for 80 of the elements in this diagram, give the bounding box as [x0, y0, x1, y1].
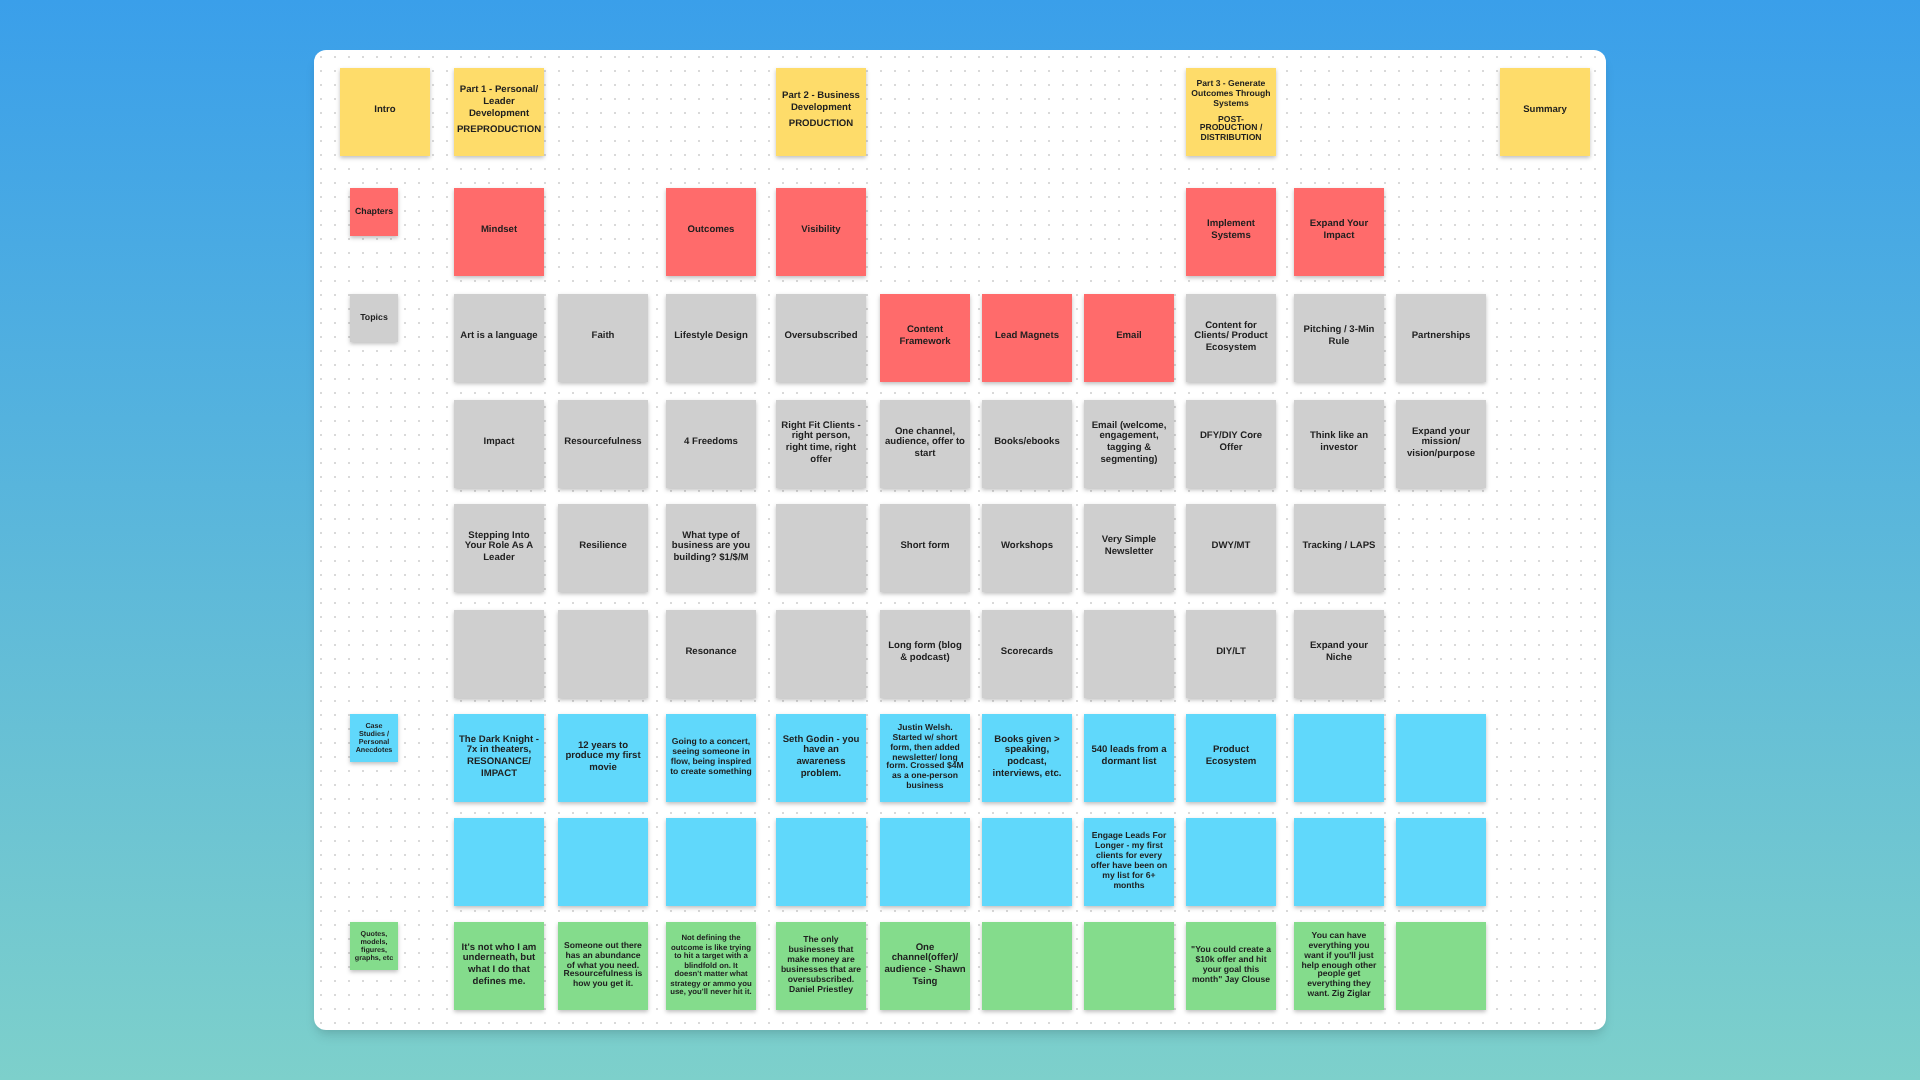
sticky-note	[1186, 610, 1276, 698]
sticky-note	[776, 188, 866, 276]
sticky-note	[776, 504, 866, 592]
sticky-note	[454, 294, 544, 382]
row-label-note	[350, 188, 398, 236]
sticky-note	[1396, 400, 1486, 488]
sticky-note	[454, 400, 544, 488]
sticky-note	[1294, 610, 1384, 698]
sticky-note	[1294, 188, 1384, 276]
row-label-note	[350, 294, 398, 342]
sticky-note	[982, 714, 1072, 802]
sticky-note	[776, 610, 866, 698]
sticky-note	[1084, 922, 1174, 1010]
sticky-note	[454, 818, 544, 906]
sticky-note	[558, 294, 648, 382]
sticky-note	[666, 922, 756, 1010]
sticky-note	[982, 294, 1072, 382]
sticky-note	[1186, 504, 1276, 592]
sticky-note	[666, 504, 756, 592]
sticky-note	[558, 922, 648, 1010]
sticky-note	[1084, 504, 1174, 592]
sticky-note	[880, 294, 970, 382]
sticky-note	[982, 922, 1072, 1010]
sticky-note	[454, 68, 544, 156]
sticky-note	[666, 818, 756, 906]
sticky-note	[982, 610, 1072, 698]
sticky-note	[558, 714, 648, 802]
sticky-note	[1294, 504, 1384, 592]
sticky-note	[454, 610, 544, 698]
sticky-note	[1186, 68, 1276, 156]
sticky-note	[982, 818, 1072, 906]
sticky-note	[1396, 294, 1486, 382]
sticky-note	[1186, 818, 1276, 906]
row-label-note	[350, 922, 398, 970]
sticky-note	[1186, 922, 1276, 1010]
sticky-note	[776, 400, 866, 488]
sticky-note	[776, 922, 866, 1010]
sticky-note	[880, 922, 970, 1010]
sticky-note	[1084, 294, 1174, 382]
sticky-note	[454, 922, 544, 1010]
sticky-note	[880, 504, 970, 592]
sticky-note	[1084, 400, 1174, 488]
sticky-note	[1500, 68, 1590, 156]
sticky-note	[558, 610, 648, 698]
sticky-note	[1186, 400, 1276, 488]
sticky-note	[454, 504, 544, 592]
sticky-note	[340, 68, 430, 156]
sticky-note	[1396, 818, 1486, 906]
sticky-note	[666, 714, 756, 802]
sticky-note	[1294, 400, 1384, 488]
sticky-note	[880, 818, 970, 906]
sticky-note	[454, 714, 544, 802]
sticky-note	[776, 714, 866, 802]
sticky-note	[558, 504, 648, 592]
sticky-note	[1396, 922, 1486, 1010]
sticky-note	[1084, 818, 1174, 906]
sticky-note	[1186, 714, 1276, 802]
sticky-note	[666, 188, 756, 276]
sticky-note	[1294, 818, 1384, 906]
sticky-note	[558, 400, 648, 488]
sticky-note	[1084, 610, 1174, 698]
row-label-note	[350, 714, 398, 762]
sticky-note	[1294, 714, 1384, 802]
sticky-note	[454, 188, 544, 276]
sticky-note	[982, 400, 1072, 488]
sticky-note	[666, 294, 756, 382]
sticky-note	[982, 504, 1072, 592]
sticky-note	[880, 400, 970, 488]
sticky-note	[880, 610, 970, 698]
sticky-note	[776, 68, 866, 156]
sticky-note	[776, 818, 866, 906]
sticky-note	[558, 818, 648, 906]
sticky-note	[1084, 714, 1174, 802]
sticky-note	[1294, 294, 1384, 382]
sticky-note	[1186, 294, 1276, 382]
sticky-note	[1186, 188, 1276, 276]
sticky-note	[1396, 714, 1486, 802]
sticky-note	[776, 294, 866, 382]
sticky-note	[666, 610, 756, 698]
sticky-note	[666, 400, 756, 488]
